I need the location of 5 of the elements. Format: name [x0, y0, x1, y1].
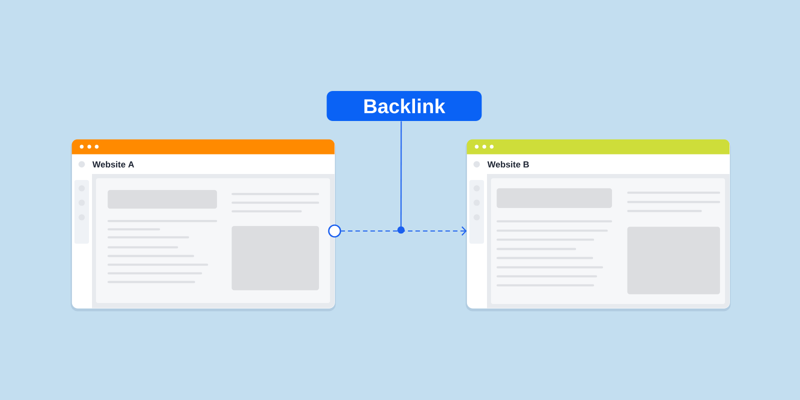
window-title: Website B	[487, 161, 529, 168]
window-title: Website A	[92, 161, 134, 168]
label-tag: Backlink	[326, 91, 482, 121]
leader-line	[397, 121, 405, 234]
connector-arrow	[328, 224, 467, 238]
